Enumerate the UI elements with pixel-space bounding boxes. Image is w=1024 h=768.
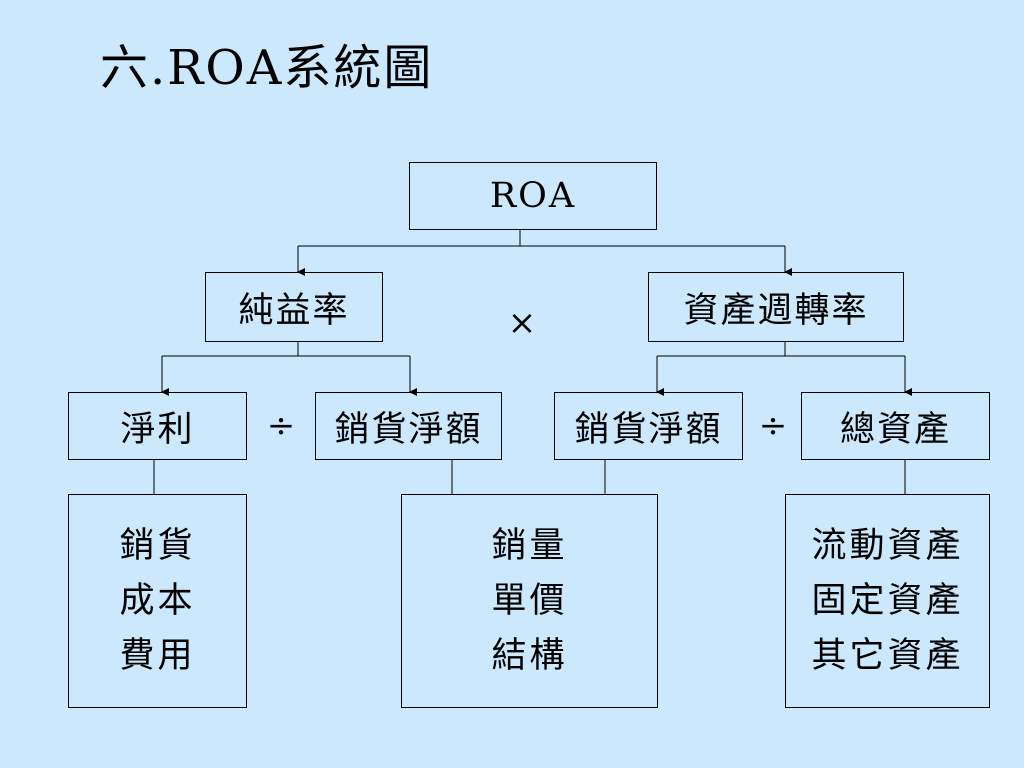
detail-item: 單價 xyxy=(491,580,568,621)
multiply-operator: × xyxy=(507,303,537,343)
net-sales-label-1: 銷貨淨額 xyxy=(334,409,483,450)
roa-node: ROA xyxy=(409,162,657,230)
divide-operator-2: ÷ xyxy=(758,406,788,446)
net-sales-node-2: 銷貨淨額 xyxy=(554,392,743,460)
detail-item: 銷量 xyxy=(491,525,568,566)
detail-item: 結構 xyxy=(491,635,568,676)
net-income-label: 淨利 xyxy=(120,409,195,450)
detail-item: 流動資產 xyxy=(811,525,964,566)
roa-label: ROA xyxy=(489,176,577,216)
total-assets-node: 總資產 xyxy=(801,392,990,460)
profit-margin-node: 純益率 xyxy=(205,272,383,342)
detail-item: 費用 xyxy=(119,635,196,676)
sales-detail-box: 銷量 單價 結構 xyxy=(401,494,658,708)
asset-turnover-label: 資產週轉率 xyxy=(683,290,869,331)
net-sales-label-2: 銷貨淨額 xyxy=(574,409,723,450)
slide-title: 六.ROA系統圖 xyxy=(100,40,434,96)
detail-item: 銷貨 xyxy=(119,525,196,566)
net-sales-node-1: 銷貨淨額 xyxy=(315,392,502,460)
net-income-node: 淨利 xyxy=(68,392,247,460)
detail-item: 固定資產 xyxy=(811,580,964,621)
divide-operator-1: ÷ xyxy=(266,406,296,446)
detail-item: 成本 xyxy=(119,580,196,621)
net-income-detail-box: 銷貨 成本 費用 xyxy=(68,494,247,708)
detail-item: 其它資產 xyxy=(811,635,964,676)
asset-turnover-node: 資產週轉率 xyxy=(648,272,904,342)
total-assets-label: 總資產 xyxy=(839,409,951,450)
profit-margin-label: 純益率 xyxy=(238,290,350,331)
asset-detail-box: 流動資產 固定資產 其它資產 xyxy=(785,494,990,708)
